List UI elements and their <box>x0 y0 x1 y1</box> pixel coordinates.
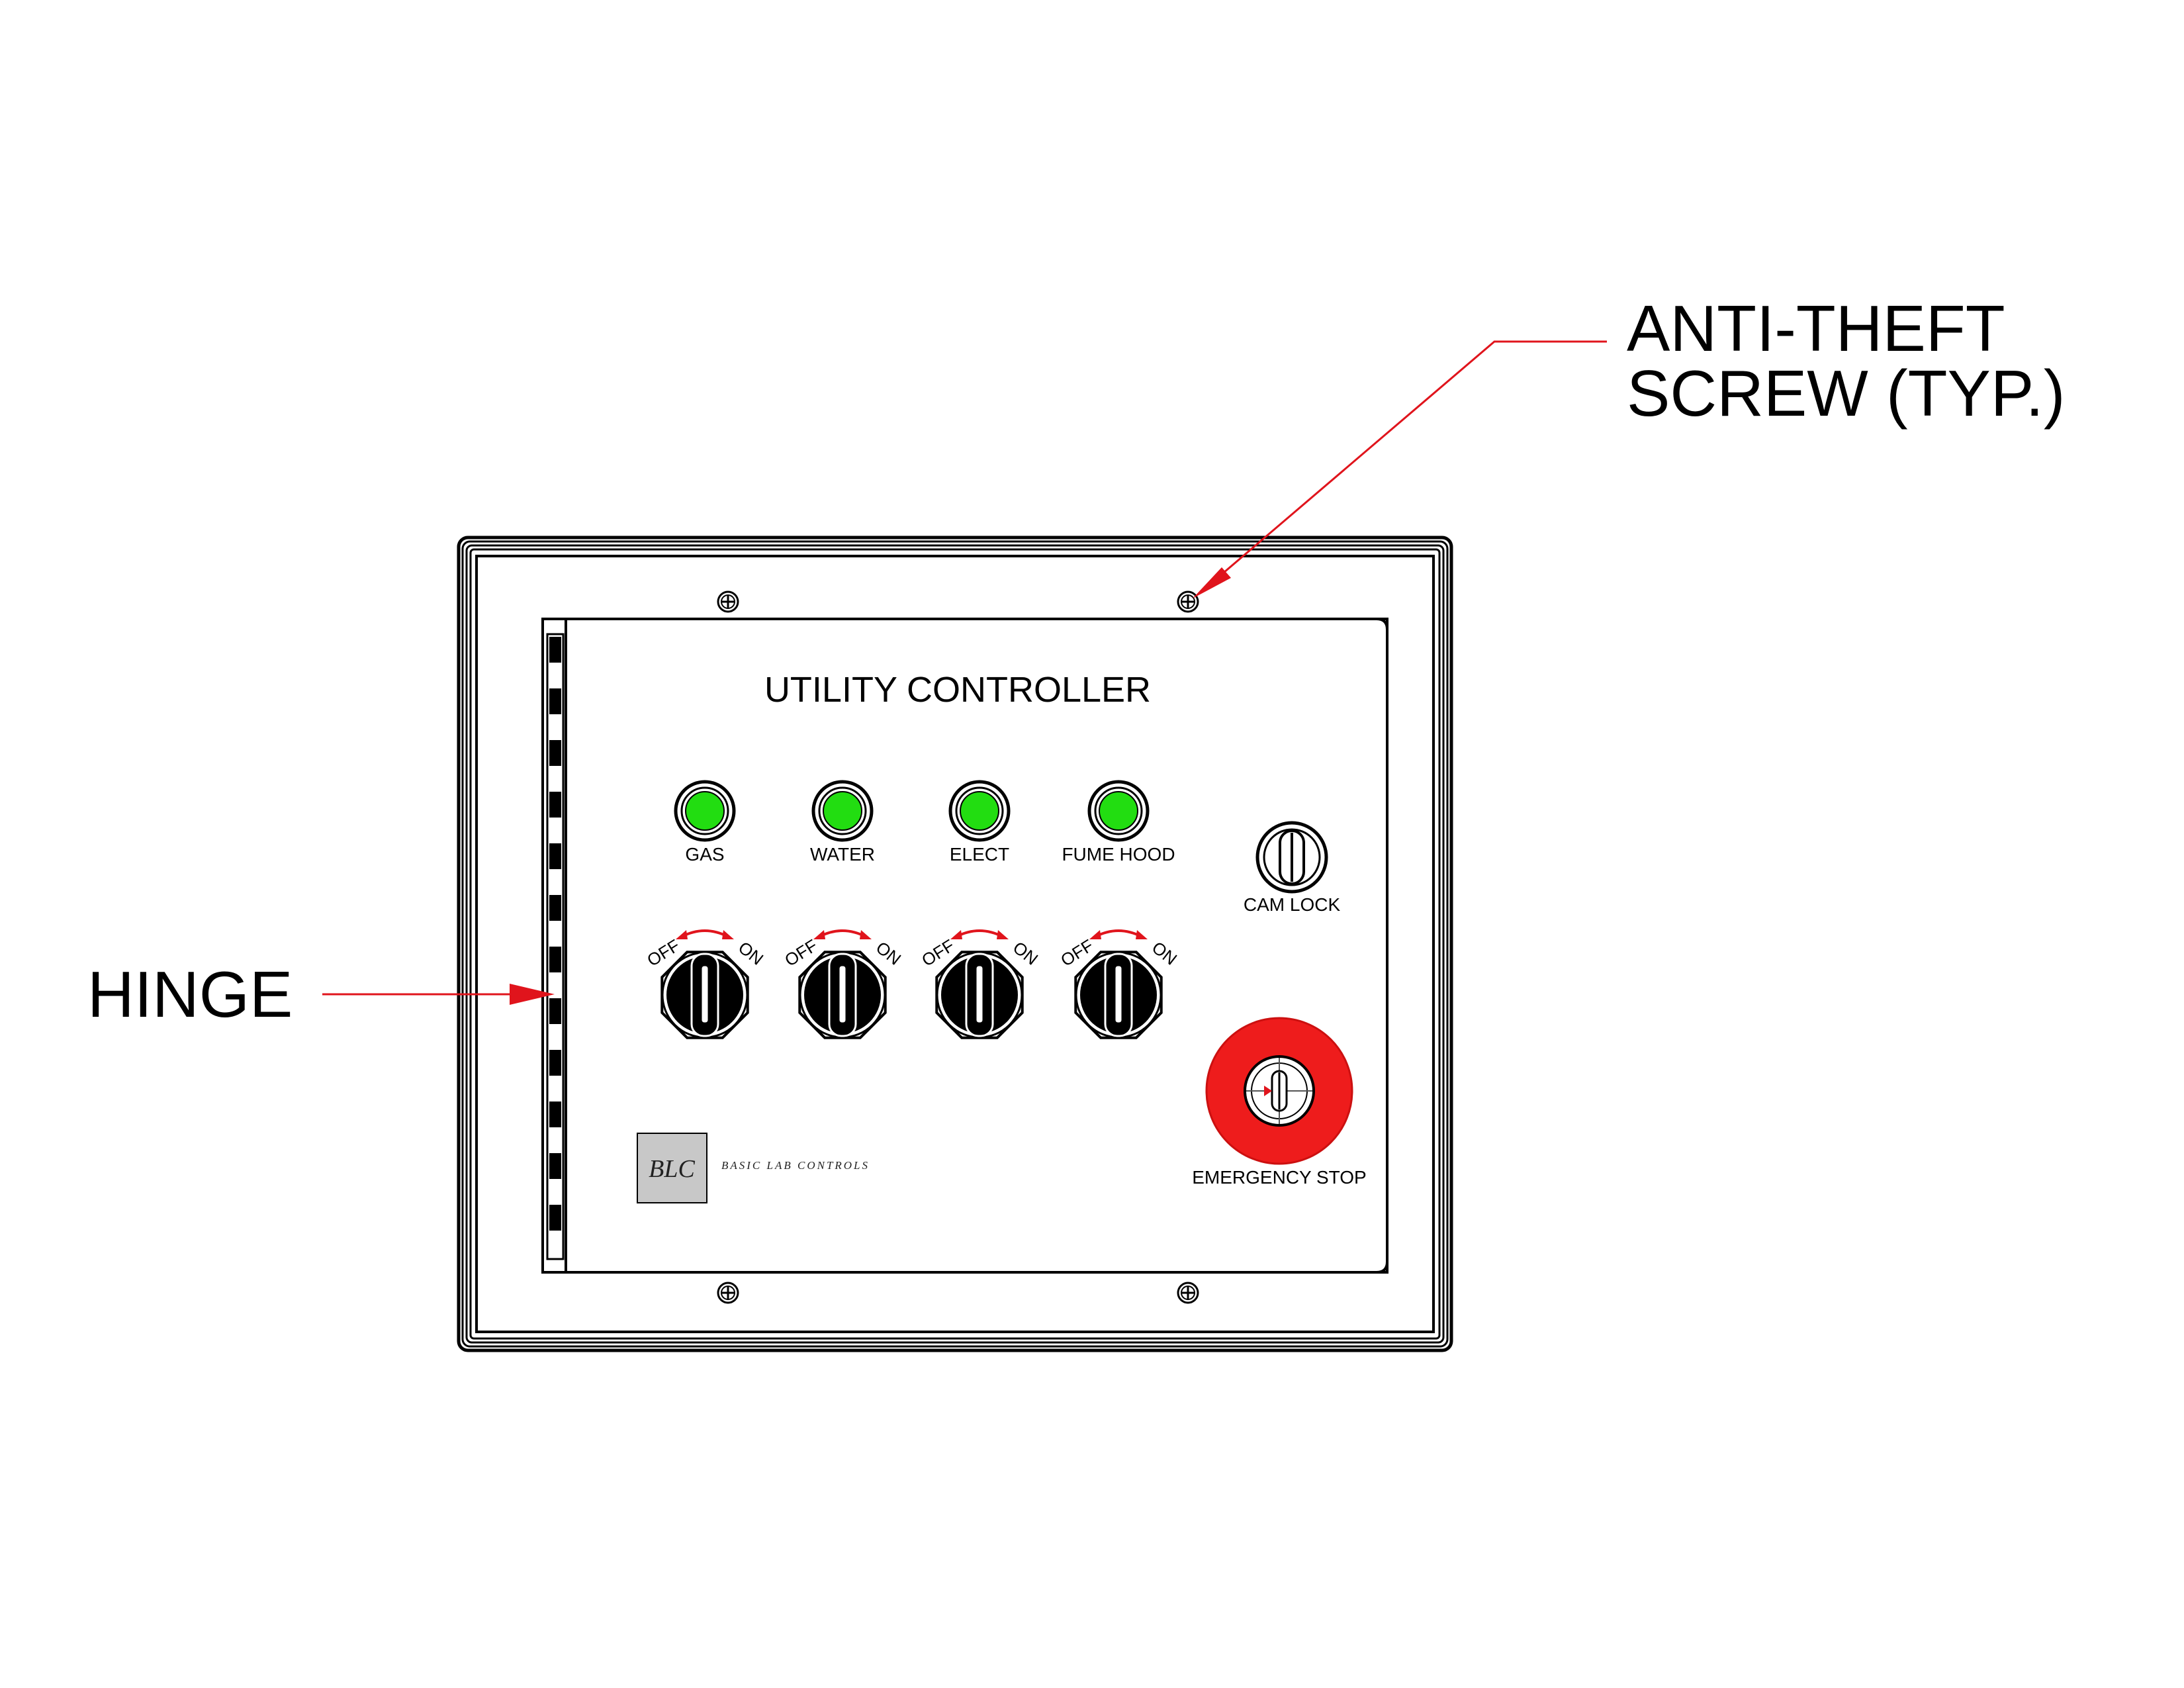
indicator-label: GAS <box>685 844 724 865</box>
outer-frame <box>457 536 1453 1352</box>
indicator-light-gas <box>674 780 736 842</box>
anti-theft-screw-icon <box>1177 1282 1199 1304</box>
hinge-knuckle <box>549 637 561 663</box>
indicator-light-water <box>811 780 874 842</box>
indicator-light-fume-hood <box>1087 780 1150 842</box>
panel-door <box>541 618 1388 1274</box>
panel-title: UTILITY CONTROLLER <box>764 670 1151 710</box>
screw-callout <box>1193 340 1607 598</box>
indicator-lights: GAS WATER ELECT FUME HOOD <box>674 780 1175 865</box>
hinge-knuckle <box>549 895 561 921</box>
brand-text: BASIC LAB CONTROLS <box>721 1159 870 1172</box>
indicator-label: WATER <box>810 844 875 865</box>
emergency-stop-button[interactable] <box>1205 1017 1353 1165</box>
emergency-stop-label: EMERGENCY STOP <box>1192 1167 1366 1188</box>
hinge-knuckle <box>549 740 561 766</box>
hinge-strip <box>546 633 565 1260</box>
hinge-callout-label: HINGE <box>87 958 293 1031</box>
hinge-knuckle <box>549 1050 561 1076</box>
anti-theft-screw-icon <box>1177 590 1199 613</box>
hinge-knuckle <box>549 688 561 714</box>
screw-callout-line1: ANTI-THEFT <box>1627 292 2005 365</box>
logo-text: BLC <box>649 1155 695 1183</box>
hinge-knuckle <box>549 947 561 972</box>
screw-callout-line2: SCREW (TYP.) <box>1627 357 2065 430</box>
cam-lock[interactable] <box>1255 821 1328 894</box>
hinge-arrowhead-icon <box>510 984 555 1005</box>
blc-logo: BLC <box>637 1133 707 1203</box>
hinge-knuckle <box>549 1153 561 1179</box>
hinge-knuckle <box>549 1205 561 1231</box>
hinge-knuckle <box>549 843 561 869</box>
indicator-label: FUME HOOD <box>1062 844 1175 865</box>
hinge-callout <box>322 984 555 1005</box>
hinge-knuckle <box>549 792 561 818</box>
anti-theft-screw-icon <box>717 1282 739 1304</box>
indicator-label: ELECT <box>950 844 1009 865</box>
cam-lock-label: CAM LOCK <box>1244 894 1341 915</box>
indicator-light-elect <box>948 780 1011 842</box>
callout-arrowhead-icon <box>1193 567 1231 598</box>
anti-theft-screws <box>717 590 1199 1304</box>
hinge-knuckle <box>549 998 561 1024</box>
anti-theft-screw-icon <box>717 590 739 613</box>
hinge-knuckle <box>549 1102 561 1127</box>
